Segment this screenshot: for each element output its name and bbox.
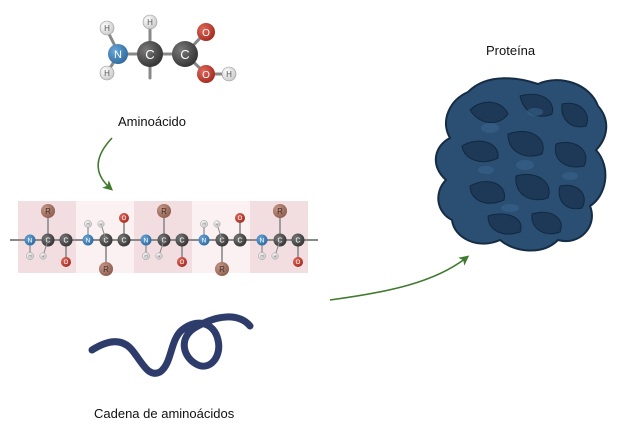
atom-label: H [158,253,161,258]
atom-label: O [64,260,69,266]
atom-label: O [122,216,127,222]
atom-label: C [219,238,224,245]
atom-label: H [147,18,153,27]
atom-label: H [202,222,205,227]
carbon-atom: C [172,41,198,67]
atom-label: C [63,238,68,245]
atom-label: O [296,260,301,266]
hydrogen-atom: H [142,252,150,260]
atom-label: C [237,238,242,245]
hydrogen-atom: H [221,66,237,82]
atom-label: C [179,238,184,245]
nitrogen-atom: N [24,234,36,246]
hydrogen-atom: H [84,220,92,228]
hydrogen-atom: H [258,252,266,260]
atom-label: H [100,221,103,226]
side-chain-atom: R [99,262,113,276]
atom-label: H [104,24,110,33]
side-chain-atom: R [41,204,55,218]
hydrogen-atom: H [26,252,34,260]
atom-label: N [114,49,122,61]
atom-label: H [260,254,263,259]
atom-label: C [103,238,108,245]
atom-label: H [104,69,110,78]
oxygen-atom: O [177,257,187,267]
arrow-amino-to-peptide [97,137,113,191]
hydrogen-atom: H [99,20,115,36]
atom-label: N [144,237,149,244]
hydrogen-atom: H [39,252,47,260]
oxygen-atom: O [197,65,215,83]
atom-label: O [202,70,210,81]
nitrogen-atom: N [256,234,268,246]
hydrogen-atom: H [99,65,115,81]
hydrogen-atom: H [213,220,221,228]
folded-protein-icon [435,77,608,252]
atom-label: H [226,70,232,79]
peptide-chain-icon: HNCRCOHHNCRCOHHNCRCOHHNCRCOHHNCRCOH [10,201,318,276]
side-chain-atom: R [273,204,287,218]
atom-label: C [180,47,189,62]
carbonyl-carbon-atom: C [175,233,189,247]
carbonyl-carbon-atom: C [117,233,131,247]
side-chain-atom: R [215,262,229,276]
atom-label: N [28,237,33,244]
atom-label: H [216,221,219,226]
hydrogen-atom: H [142,14,158,30]
hydrogen-atom: H [200,220,208,228]
side-chain-atom: R [157,204,171,218]
carbonyl-carbon-atom: C [233,233,247,247]
oxygen-atom: O [293,257,303,267]
atom-label: H [86,222,89,227]
carbon-atom: C [137,41,163,67]
oxygen-atom: O [197,23,215,41]
oxygen-atom: O [119,213,129,223]
atom-label: C [145,47,154,62]
amino-acid-molecule-icon: H H N H C C O O [99,14,237,83]
atom-label: O [238,216,243,222]
nitrogen-atom: N [82,234,94,246]
atom-label: H [28,254,31,259]
protein-label: Proteína [486,43,536,58]
hydrogen-atom: H [97,220,105,228]
nitrogen-atom: N [108,44,128,64]
atom-label: N [86,237,91,244]
amino-acid-label: Aminoácido [118,114,186,129]
hydrogen-atom: H [271,252,279,260]
nitrogen-atom: N [198,234,210,246]
oxygen-atom: O [235,213,245,223]
atom-label: O [202,28,210,39]
atom-label: R [277,207,283,216]
carbonyl-carbon-atom: C [59,233,73,247]
atom-label: C [295,238,300,245]
atom-label: H [274,253,277,258]
atom-label: O [180,260,185,266]
amino-acid-chain-label: Cadena de aminoácidos [94,406,235,421]
atom-label: R [161,207,167,216]
amino-acid-strand-icon [88,313,254,377]
atom-label: H [144,254,147,259]
atom-label: R [103,265,109,274]
nitrogen-atom: N [140,234,152,246]
atom-label: N [260,237,265,244]
atom-label: R [45,207,51,216]
oxygen-atom: O [61,257,71,267]
carbonyl-carbon-atom: C [291,233,305,247]
atom-label: N [202,237,207,244]
arrow-peptide-to-protein [329,255,470,301]
atom-label: H [42,253,45,258]
atom-label: C [121,238,126,245]
hydrogen-atom: H [155,252,163,260]
atom-label: R [219,265,225,274]
